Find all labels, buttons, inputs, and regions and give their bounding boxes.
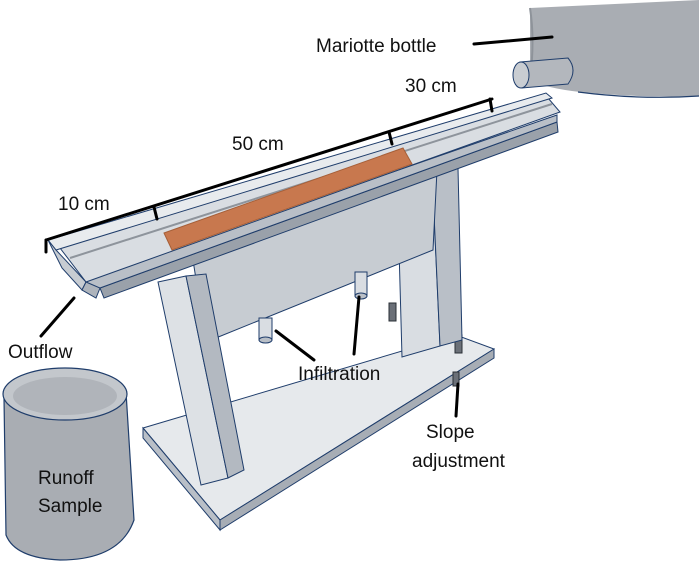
outflow-label: Outflow [8, 342, 73, 363]
infiltration-label: Infiltration [298, 364, 380, 385]
slope-leader [454, 382, 460, 418]
mariotte-leader [472, 35, 554, 46]
infiltration-leader-right [352, 295, 361, 356]
dimension-line [44, 97, 494, 254]
mariotte-bottle [512, 0, 699, 98]
leader-lines [39, 35, 554, 418]
dim-label-50cm: 50 cm [232, 134, 284, 155]
front-leg [157, 273, 245, 486]
dim-label-30cm: 30 cm [405, 76, 457, 97]
dim-label-10cm: 10 cm [58, 194, 110, 215]
slope-label-line1: Slope [426, 422, 475, 443]
infiltration-pipes [258, 271, 368, 344]
soil-section [163, 147, 413, 251]
runoff-label-line1: Runoff [38, 468, 94, 489]
runoff-label-line2: Sample [38, 496, 102, 517]
mariotte-bottle-label: Mariotte bottle [316, 36, 436, 57]
slope-label-line2: adjustment [412, 451, 506, 472]
outflow-leader [39, 296, 76, 338]
infiltration-leader-left [274, 329, 316, 362]
runoff-sample-container [2, 367, 135, 561]
